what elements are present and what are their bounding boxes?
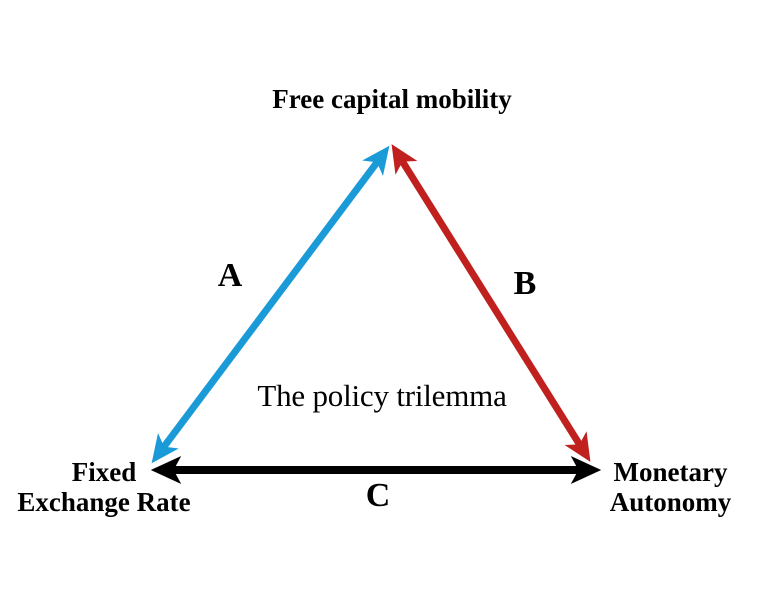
- vertex-label-line2: Exchange Rate: [17, 487, 191, 518]
- edge-label-b: B: [513, 265, 537, 302]
- edge-label-a: A: [217, 257, 243, 294]
- edge-arrow-b: [391, 144, 591, 462]
- edge-arrow-a: [151, 145, 390, 464]
- vertex-label-free-capital-mobility: Free capital mobility: [272, 84, 512, 114]
- edge-label-c: C: [365, 477, 391, 514]
- vertex-label-line2: Autonomy: [609, 487, 732, 518]
- center-caption: The policy trilemma: [257, 378, 507, 413]
- vertex-label-line1: Monetary: [613, 457, 728, 487]
- vertex-label-line1: Fixed: [71, 457, 137, 487]
